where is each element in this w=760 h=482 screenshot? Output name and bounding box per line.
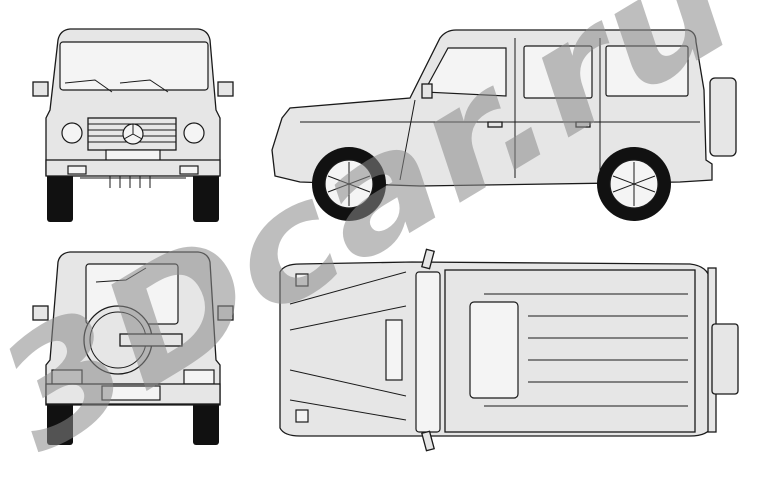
top-view xyxy=(279,248,739,452)
rear-view xyxy=(32,251,234,445)
front-right-tire xyxy=(193,172,219,222)
spare-wheel xyxy=(709,77,737,157)
front-left-tire xyxy=(47,172,73,222)
front-view xyxy=(32,28,234,222)
side-view xyxy=(271,29,737,221)
rear-right-tire xyxy=(193,400,219,445)
rear-left-tire xyxy=(47,400,73,445)
